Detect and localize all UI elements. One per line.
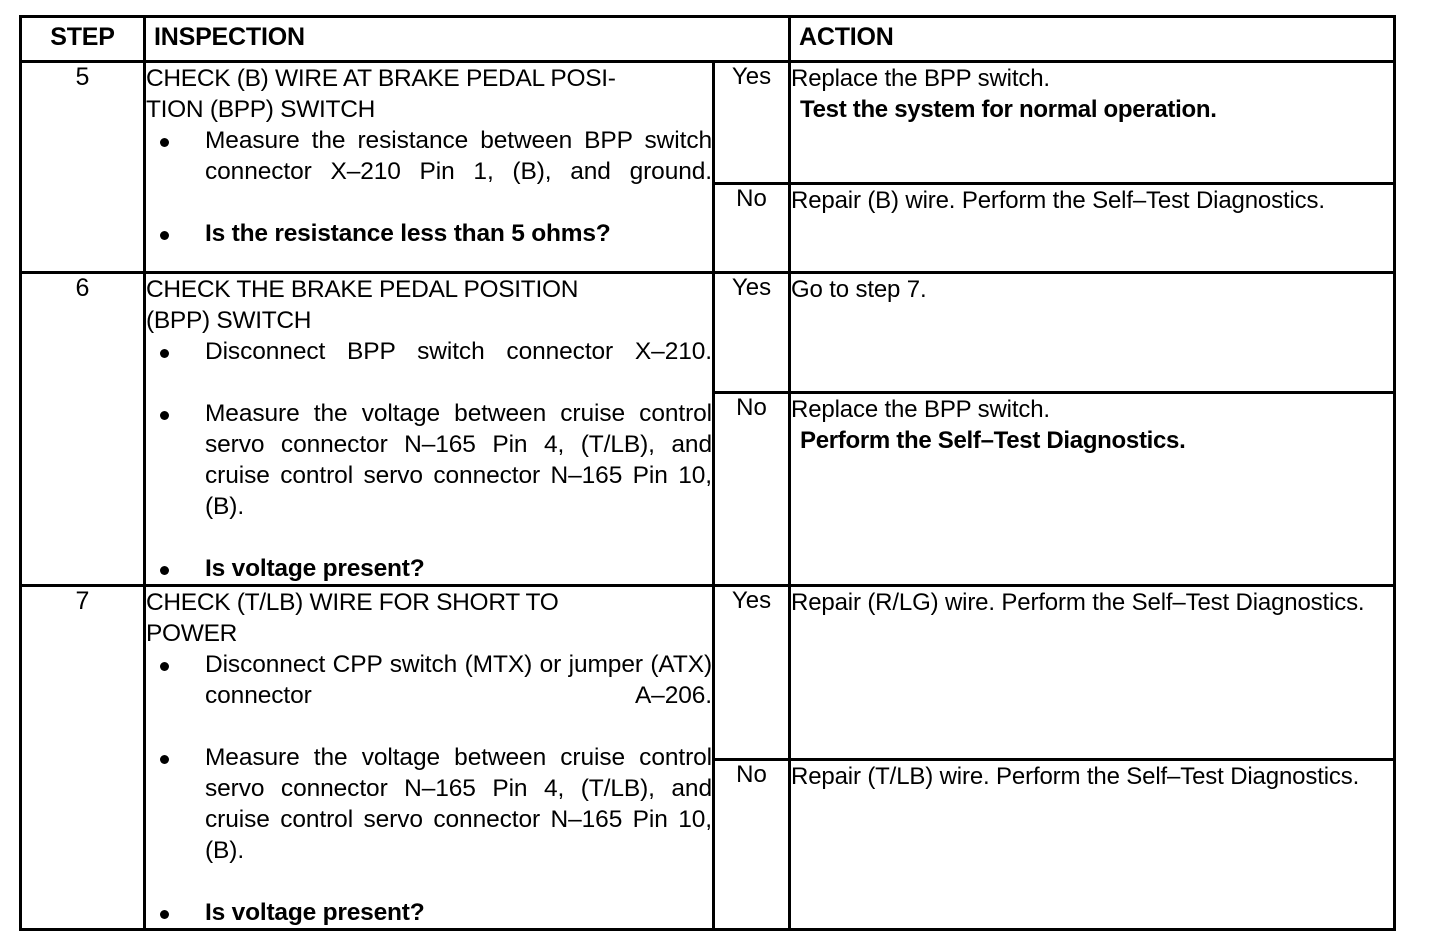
inspection-bullet-text: Disconnect CPP switch (MTX) or jumper (A… xyxy=(205,651,712,709)
column-header-step: STEP xyxy=(19,15,146,63)
inspection-title: CHECK THE BRAKE PEDAL POSITION (BPP) SWI… xyxy=(146,276,579,334)
inspection-bullet-text: Measure the voltage between cruise contr… xyxy=(205,400,712,520)
step-number-cell: 6 xyxy=(19,271,146,587)
inspection-bullet-text: Is the resistance less than 5 ohms? xyxy=(205,220,611,247)
action-line: Repair (R/LG) wire. Perform the Self–Tes… xyxy=(791,589,1365,616)
inspection-bullet-text: Disconnect BPP switch connector X–210. xyxy=(205,338,712,365)
bullet-dot-icon xyxy=(160,231,169,240)
action-cell: Replace the BPP switch. Perform the Self–… xyxy=(788,390,1397,588)
inspection-bullet-list: Measure the resistance between BPP switc… xyxy=(146,125,712,249)
action-line: Replace the BPP switch. xyxy=(791,65,1050,92)
step-number-cell: 7 xyxy=(19,584,146,931)
column-header-step-label: STEP xyxy=(50,23,115,51)
result-label-cell-no: No xyxy=(711,757,792,931)
inspection-bullet-text: Is voltage present? xyxy=(205,555,425,582)
column-header-action-label: ACTION xyxy=(799,23,894,51)
inspection-bullet: Is voltage present? xyxy=(146,553,712,584)
action-line: Repair (B) wire. Perform the Self–Test D… xyxy=(791,187,1325,214)
column-header-inspection-label: INSPECTION xyxy=(154,23,305,51)
result-label-cell-yes: Yes xyxy=(711,584,792,761)
inspection-bullet-list: Disconnect BPP switch connector X–210. Me… xyxy=(146,336,712,584)
inspection-cell: CHECK (B) WIRE AT BRAKE PEDAL POSI- TION… xyxy=(143,60,715,274)
table-header: STEP INSPECTION ACTION xyxy=(19,15,1397,63)
inspection-title: CHECK (T/LB) WIRE FOR SHORT TO POWER xyxy=(146,589,559,647)
inspection-bullet: Disconnect BPP switch connector X–210. xyxy=(146,336,712,398)
action-cell: Repair (R/LG) wire. Perform the Self–Tes… xyxy=(788,584,1397,761)
result-label-cell-yes: Yes xyxy=(711,60,792,185)
bullet-dot-icon xyxy=(160,349,169,358)
bullet-dot-icon xyxy=(160,755,169,764)
column-header-inspection: INSPECTION xyxy=(142,15,792,63)
inspection-bullet: Measure the voltage between cruise contr… xyxy=(146,398,712,553)
bullet-dot-icon xyxy=(160,138,169,147)
action-cell: Repair (T/LB) wire. Perform the Self–Tes… xyxy=(788,757,1397,931)
bullet-dot-icon xyxy=(160,566,169,575)
result-label-cell-no: No xyxy=(711,390,792,588)
action-line: Perform the Self–Test Diagnostics. xyxy=(800,426,1186,454)
step-number-cell: 5 xyxy=(19,60,146,274)
inspection-bullet: Measure the resistance between BPP switc… xyxy=(146,125,712,218)
inspection-bullet-text: Is voltage present? xyxy=(205,899,425,926)
action-line: Test the system for normal operation. xyxy=(800,96,1217,123)
inspection-cell: CHECK THE BRAKE PEDAL POSITION (BPP) SWI… xyxy=(143,271,715,587)
inspection-title: CHECK (B) WIRE AT BRAKE PEDAL POSI- TION… xyxy=(146,65,616,123)
inspection-bullet-text: Measure the voltage between cruise contr… xyxy=(205,744,712,864)
inspection-bullet: Is voltage present? xyxy=(146,897,712,928)
inspection-bullet: Measure the voltage between cruise contr… xyxy=(146,742,712,897)
action-cell: Repair (B) wire. Perform the Self–Test D… xyxy=(788,182,1397,274)
action-line: Replace the BPP switch. xyxy=(791,395,1050,423)
action-cell: Go to step 7. xyxy=(788,271,1397,394)
result-label-cell-yes: Yes xyxy=(711,271,792,394)
inspection-bullet-list: Disconnect CPP switch (MTX) or jumper (A… xyxy=(146,649,712,928)
column-header-action: ACTION xyxy=(788,15,1397,63)
bullet-dot-icon xyxy=(160,662,169,671)
inspection-bullet: Disconnect CPP switch (MTX) or jumper (A… xyxy=(146,649,712,742)
inspection-bullet-text: Measure the resistance between BPP switc… xyxy=(205,127,712,185)
header-row: STEP INSPECTION ACTION xyxy=(19,15,1397,63)
bullet-dot-icon xyxy=(160,411,169,420)
action-cell: Replace the BPP switch. Test the system f… xyxy=(788,60,1397,185)
inspection-bullet: Is the resistance less than 5 ohms? xyxy=(146,218,712,249)
action-line: Go to step 7. xyxy=(791,276,927,303)
result-label-cell-no: No xyxy=(711,182,792,274)
action-line: Repair (T/LB) wire. Perform the Self–Tes… xyxy=(791,762,1360,790)
bullet-dot-icon xyxy=(160,910,169,919)
